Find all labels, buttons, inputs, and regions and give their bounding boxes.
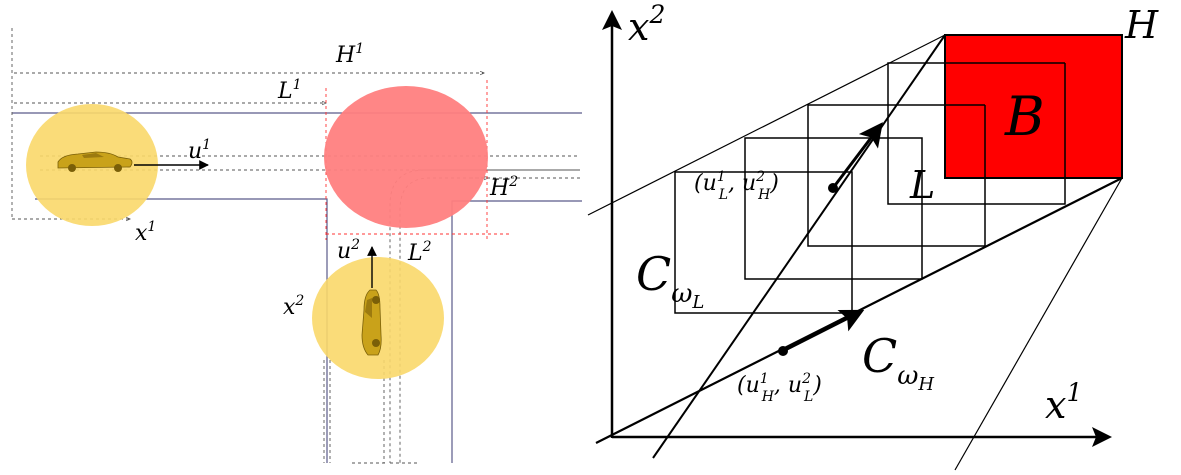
label-C-omega-L: CωL xyxy=(636,247,704,313)
conflict-zone xyxy=(324,86,488,228)
label-x1: x1 xyxy=(135,219,156,246)
guide-dashes xyxy=(11,28,580,464)
trajectory-L-arrow xyxy=(831,122,883,189)
label-B: B xyxy=(1004,85,1045,148)
label-u2: u2 xyxy=(337,237,360,264)
box-1 xyxy=(674,171,853,314)
right-tail-line xyxy=(954,177,1123,471)
axis-label-x1: x1 xyxy=(1045,378,1082,427)
car-2-icon xyxy=(361,289,382,356)
trajectory-H-arrow xyxy=(782,309,865,353)
label-h1: H1 xyxy=(335,41,364,68)
point-uL1-uH2 xyxy=(828,183,838,193)
label-h2: H2 xyxy=(489,174,518,201)
point-uH1-uL2 xyxy=(778,346,788,356)
label-C-omega-H: CωH xyxy=(862,329,934,395)
horizontal-road-bottom-left-edge xyxy=(35,198,328,463)
label-x2: x2 xyxy=(283,293,304,320)
label-l1: L1 xyxy=(277,77,302,104)
label-H: H xyxy=(1124,3,1159,47)
intersection-panel: H1 L1 u1 x1 H2 L2 u2 x2 xyxy=(11,28,582,464)
label-l2: L2 xyxy=(407,239,432,266)
car-1-icon xyxy=(57,151,133,172)
upper-envelope-line xyxy=(587,34,946,216)
bad-set-inner-lines xyxy=(945,62,1066,178)
horizontal-road-bottom-right-edge xyxy=(451,200,582,463)
label-u1: u1 xyxy=(188,137,211,164)
bad-set-box xyxy=(944,34,1123,179)
axis-label-x2: x2 xyxy=(628,0,665,49)
label-L: L xyxy=(909,163,935,207)
box-2 xyxy=(744,137,923,280)
